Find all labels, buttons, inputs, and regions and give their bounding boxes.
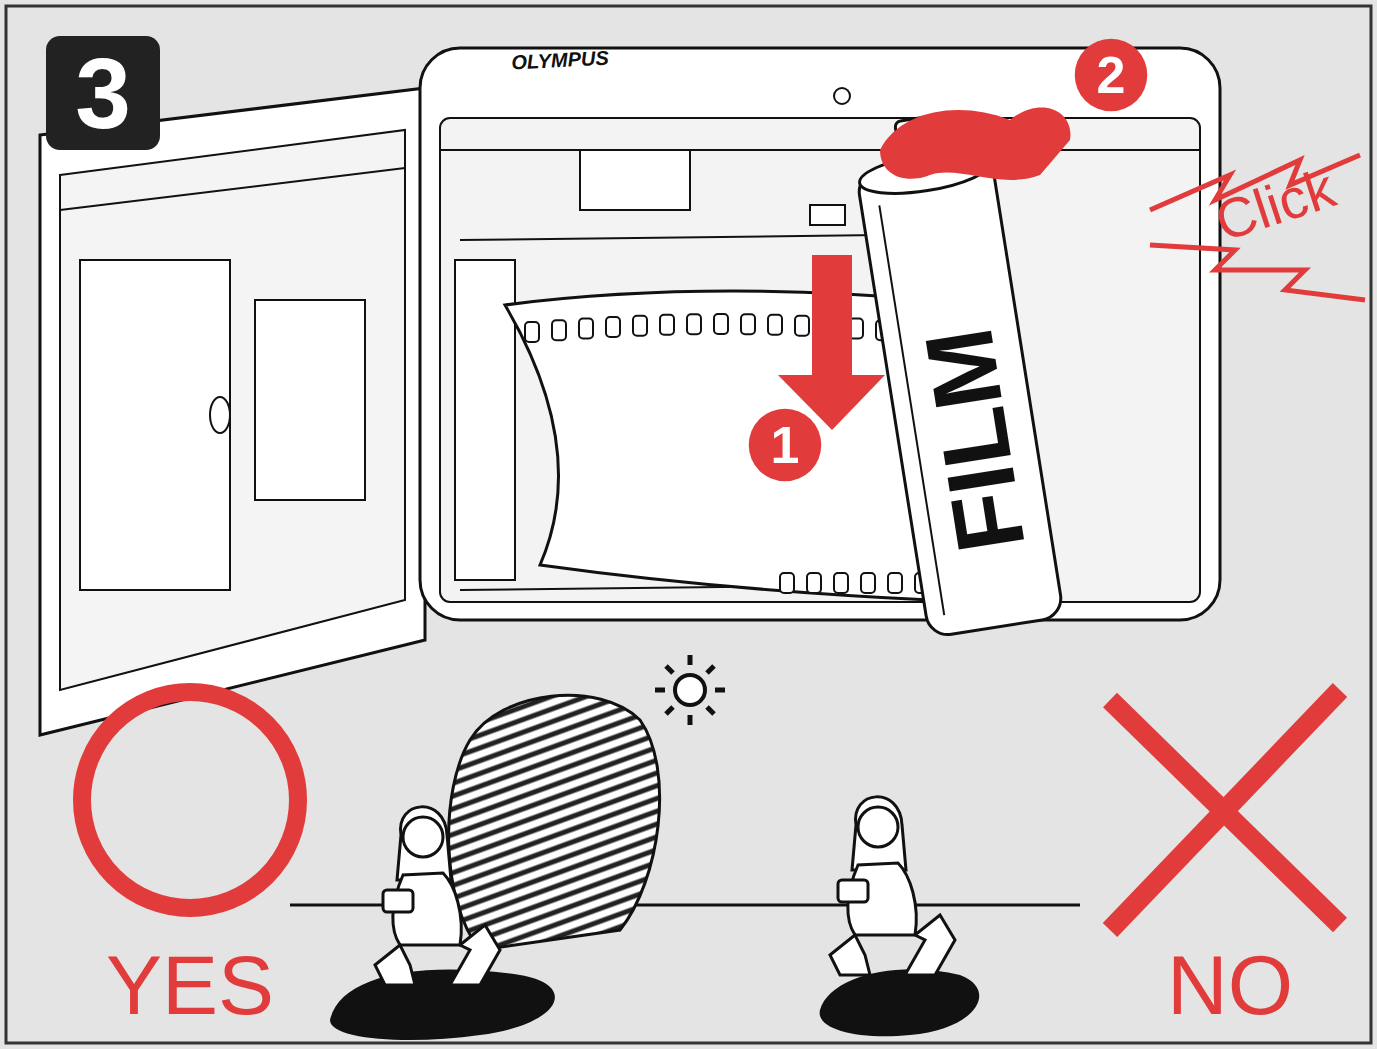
no-cross — [1110, 690, 1340, 930]
sprocket-hole — [525, 322, 539, 342]
door-pin — [210, 397, 230, 433]
person-loading-film — [375, 807, 500, 985]
no-label: NO — [1167, 943, 1293, 1027]
sound-text: Click — [1209, 160, 1342, 251]
sprocket-hole — [807, 573, 821, 593]
door-hinge-block — [255, 300, 365, 500]
step-number: 3 — [46, 36, 160, 150]
sprocket-hole — [888, 573, 902, 593]
film-canister — [849, 108, 1064, 638]
viewfinder-window — [580, 150, 690, 210]
canister-label: FILM — [910, 322, 1040, 558]
callout-number: 2 — [1097, 49, 1126, 101]
sprocket-hole — [714, 314, 728, 334]
press-arrow — [880, 107, 1070, 180]
shade-tree — [449, 695, 660, 950]
dx-switch — [810, 205, 845, 225]
sprocket-hole — [861, 573, 875, 593]
sun-symbol — [655, 655, 725, 725]
yes-label: YES — [106, 943, 274, 1027]
sprocket-hole — [552, 320, 566, 340]
callout-circle — [1075, 39, 1148, 112]
yes-circle — [82, 692, 298, 908]
camera-back-door — [40, 88, 425, 735]
frame-border — [6, 6, 1371, 1043]
film-rail — [460, 235, 880, 240]
shadow — [330, 969, 555, 1040]
film-leader — [505, 291, 930, 600]
door-edge-line — [60, 168, 405, 210]
sprocket-hole — [687, 314, 701, 334]
camera-body — [420, 48, 1220, 620]
film-chamber — [440, 118, 1200, 602]
click-burst — [1150, 245, 1365, 300]
sprocket-hole — [606, 317, 620, 337]
door-inner-panel — [60, 130, 405, 690]
sprocket-hole — [795, 316, 809, 336]
sprocket-hole — [768, 315, 782, 335]
sprocket-hole — [834, 573, 848, 593]
sprocket-hole — [579, 319, 593, 339]
chamber-top-line — [440, 149, 1200, 151]
top-button — [834, 88, 850, 104]
sprocket-hole — [741, 314, 755, 334]
sprocket-hole — [633, 316, 647, 336]
pressure-plate — [80, 260, 230, 590]
canister-body — [856, 152, 1064, 637]
callout-number: 1 — [771, 419, 800, 471]
brand-name: OLYMPUS — [511, 47, 609, 72]
callout-number: 2 — [1074, 38, 1148, 112]
sprocket-hole — [780, 573, 794, 593]
step-number: 3 — [75, 43, 131, 143]
insert-arrow — [778, 255, 885, 430]
sprocket-holes — [525, 314, 929, 593]
sprocket-hole — [660, 315, 674, 335]
callout-number: 1 — [748, 408, 822, 482]
callout-circle — [749, 409, 822, 482]
shadow — [820, 969, 980, 1036]
person-loading-film — [830, 797, 955, 975]
